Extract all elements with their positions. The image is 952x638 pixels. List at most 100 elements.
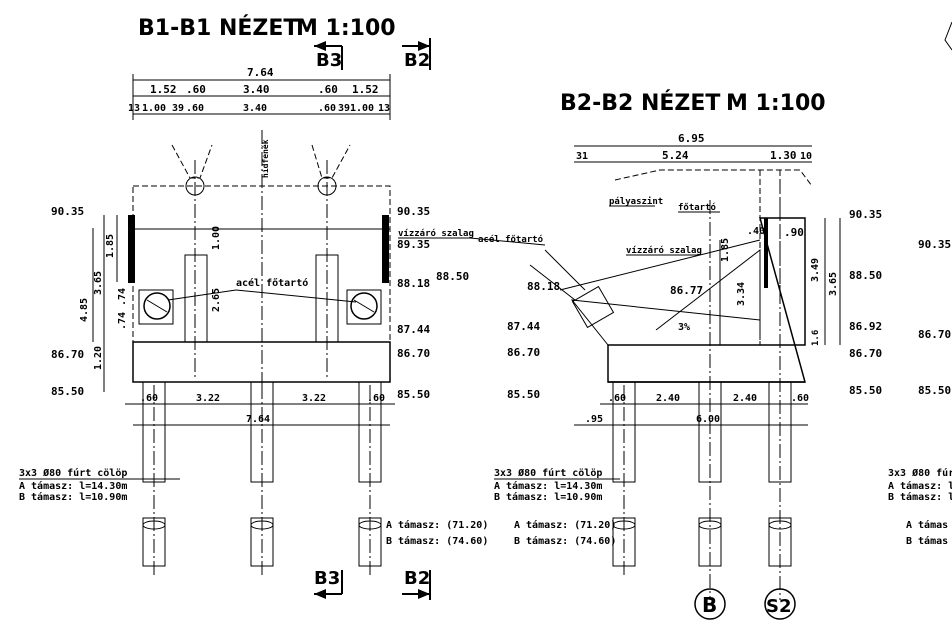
left-top-dimensions: 7.64 1.52 .60 3.40 .60 1.52 13 1.00 39 .… — [128, 66, 391, 120]
palyaszint-label: pályaszint — [609, 196, 663, 207]
svg-text:B támasz: l=10.90m: B támasz: l=10.90m — [19, 491, 127, 503]
svg-text:.60: .60 — [367, 393, 385, 404]
svg-text:B2: B2 — [404, 50, 430, 71]
svg-text:39: 39 — [338, 103, 350, 114]
svg-text:1.00: 1.00 — [142, 103, 166, 114]
svg-text:.60: .60 — [186, 83, 206, 96]
svg-text:86.92: 86.92 — [849, 320, 882, 333]
svg-text:88.18: 88.18 — [397, 277, 430, 290]
svg-text:85.50: 85.50 — [507, 388, 540, 401]
svg-text:.60: .60 — [186, 103, 204, 114]
svg-text:4.85: 4.85 — [79, 298, 90, 322]
svg-text:.90: .90 — [784, 226, 804, 239]
svg-text:1.85: 1.85 — [720, 238, 731, 262]
svg-text:.60: .60 — [318, 83, 338, 96]
svg-text:3.49: 3.49 — [810, 258, 821, 282]
svg-text:B támas: B támas — [906, 535, 948, 547]
aceli-fotarto-label: acél főtartó — [236, 277, 308, 289]
svg-text:.95: .95 — [585, 414, 603, 425]
hidfenek-label: hídfenék — [260, 139, 270, 178]
svg-text:2.40: 2.40 — [733, 393, 757, 404]
svg-text:90.35: 90.35 — [849, 208, 882, 221]
svg-text:89.35: 89.35 — [397, 238, 430, 251]
abutment-section-right: pályaszint főtartó vízzáró szalag 3% .40… — [507, 169, 882, 600]
svg-text:87.44: 87.44 — [397, 323, 430, 336]
svg-text:B támasz: (74.60): B támasz: (74.60) — [514, 535, 616, 547]
svg-text:.74: .74 — [117, 312, 128, 330]
right-top-dimensions: 6.95 31 5.24 1.30 10 — [574, 132, 812, 163]
left-vertical-dimensions: 1.85 3.65 4.85 1.00 2.65 .74 .74 1.20 — [79, 215, 222, 392]
section-mark-b2-bottom: B2 — [402, 568, 431, 600]
svg-text:3.22: 3.22 — [196, 393, 220, 404]
svg-text:1.52: 1.52 — [352, 83, 379, 96]
right-view: B2-B2 NÉZET M 1:100 6.95 31 5.24 1.30 10 — [494, 90, 882, 620]
svg-text:85.50: 85.50 — [397, 388, 430, 401]
svg-text:.60: .60 — [608, 393, 626, 404]
svg-text:3x3 Ø80 fúr: 3x3 Ø80 fúr — [888, 467, 952, 479]
axis-marker-s2: S2 — [764, 588, 796, 620]
svg-text:A támasz: l=: A támasz: l= — [888, 480, 952, 492]
svg-text:3x3 Ø80 fúrt cölöp: 3x3 Ø80 fúrt cölöp — [494, 467, 602, 479]
svg-text:13: 13 — [378, 103, 390, 114]
svg-text:90.35: 90.35 — [918, 238, 951, 251]
svg-text:5.24: 5.24 — [662, 149, 689, 162]
svg-text:B támasz: l=: B támasz: l= — [888, 491, 952, 503]
svg-text:31: 31 — [576, 151, 588, 162]
svg-text:B támasz: (74.60): B támasz: (74.60) — [386, 535, 488, 547]
svg-text:B3: B3 — [316, 50, 342, 71]
svg-text:86.70: 86.70 — [507, 346, 540, 359]
svg-text:86.70: 86.70 — [51, 348, 84, 361]
svg-text:10: 10 — [800, 151, 812, 162]
left-pile-note: 3x3 Ø80 fúrt cölöp A támasz: l=14.30m B … — [19, 467, 488, 547]
svg-text:1.85: 1.85 — [105, 234, 116, 258]
right-piles: .60 2.40 2.40 .60 .95 6.00 — [574, 381, 809, 575]
svg-text:1.00: 1.00 — [350, 103, 374, 114]
svg-text:87.44: 87.44 — [507, 320, 540, 333]
abutment-body-left: acél főtartó — [128, 130, 391, 390]
right-pile-note: 3x3 Ø80 fúrt cölöp A támasz: l=14.30m B … — [494, 467, 620, 547]
fotarto-label: főtartó — [678, 202, 716, 213]
left-view-scale: M 1:100 — [296, 16, 396, 41]
svg-text:6.95: 6.95 — [678, 132, 705, 145]
svg-text:3.40: 3.40 — [243, 103, 267, 114]
svg-text:1.20: 1.20 — [93, 346, 104, 370]
svg-text:3.65: 3.65 — [828, 272, 839, 296]
svg-text:.60: .60 — [140, 393, 158, 404]
svg-text:2.40: 2.40 — [656, 393, 680, 404]
right-view-title: B2-B2 NÉZET — [560, 90, 720, 116]
svg-text:3.34: 3.34 — [736, 282, 747, 306]
svg-text:13: 13 — [128, 103, 140, 114]
svg-text:3x3 Ø80 fúrt cölöp: 3x3 Ø80 fúrt cölöp — [19, 467, 127, 479]
right-view-scale: M 1:100 — [726, 91, 826, 116]
axis-marker-b: B — [694, 588, 726, 620]
svg-text:S2: S2 — [766, 596, 792, 617]
partial-view: 90.35 86.70 85.50 3x3 Ø80 fúr A támasz: … — [888, 21, 952, 547]
svg-text:2.65: 2.65 — [211, 288, 222, 312]
svg-text:85.50: 85.50 — [849, 384, 882, 397]
svg-text:A támasz: l=14.30m: A támasz: l=14.30m — [19, 480, 127, 492]
svg-text:86.70: 86.70 — [918, 328, 951, 341]
svg-text:86.77: 86.77 — [670, 284, 703, 297]
svg-text:3.40: 3.40 — [243, 83, 270, 96]
svg-text:88.18: 88.18 — [527, 280, 560, 293]
svg-text:86.70: 86.70 — [849, 347, 882, 360]
svg-text:B: B — [702, 593, 717, 617]
bearing-supports-top: hídfenék — [171, 139, 351, 196]
svg-text:.74: .74 — [117, 288, 128, 306]
svg-text:B támasz: l=10.90m: B támasz: l=10.90m — [494, 491, 602, 503]
svg-text:.60: .60 — [791, 393, 809, 404]
vizzaro-label-left: vízzáró szalag — [398, 228, 474, 239]
slope-label: 3% — [678, 322, 690, 333]
left-view-title: B1-B1 NÉZET — [138, 15, 298, 41]
svg-text:88.50: 88.50 — [436, 270, 469, 283]
vizzaro-label-right: vízzáró szalag — [626, 245, 702, 256]
left-elevations: 90.35 86.70 85.50 90.35 89.35 88.50 88.1… — [51, 205, 546, 401]
svg-text:39: 39 — [172, 103, 184, 114]
svg-text:85.50: 85.50 — [51, 385, 84, 398]
svg-text:86.70: 86.70 — [397, 347, 430, 360]
svg-text:7.64: 7.64 — [247, 66, 274, 79]
svg-text:90.35: 90.35 — [397, 205, 430, 218]
svg-text:A támas: A támas — [906, 519, 948, 531]
section-mark-b2-top: B2 — [402, 38, 431, 71]
